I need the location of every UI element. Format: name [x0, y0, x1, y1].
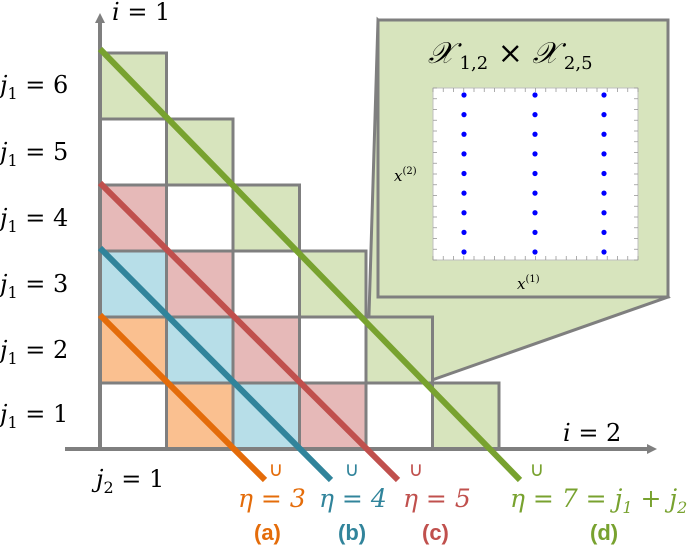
row-label: j1 = 2 [0, 336, 68, 368]
grid-cell [98, 117, 168, 187]
inset-point [532, 229, 538, 235]
inset-point [461, 151, 467, 157]
letter-label-b: (b) [338, 520, 366, 545]
inset-point [532, 112, 538, 118]
inset-points [461, 92, 607, 255]
letter-label-c: (c) [422, 520, 449, 545]
inset-point [601, 170, 607, 177]
inset-y-label: x(2) [394, 166, 417, 185]
top-axis-label: i = 1 [112, 0, 170, 26]
inset-point [601, 210, 607, 216]
inset-point [461, 229, 467, 235]
inset-x-label: x(1) [517, 274, 540, 293]
eta-label-a: η = 3 [238, 484, 306, 513]
union-symbol: ∪ [345, 457, 360, 481]
bottom-axis-label: j2 = 1 [91, 465, 164, 497]
right-axis-label: i = 2 [563, 419, 621, 447]
inset-point [532, 151, 538, 157]
inset-point [532, 210, 538, 216]
row-label: j1 = 3 [0, 270, 68, 302]
row-label: j1 = 6 [0, 71, 68, 103]
inset-point [601, 190, 607, 196]
inset-point [532, 190, 538, 196]
letter-label-d: (d) [590, 520, 618, 545]
inset-point [532, 170, 538, 177]
row-label: j1 = 4 [0, 204, 68, 236]
inset-title: 𝒳 1,2 × 𝒳 2,5 [428, 36, 593, 74]
eta-label-b: η = 4 [319, 484, 387, 513]
grid-cell [364, 315, 434, 385]
inset-point [461, 210, 467, 216]
inset-point [601, 249, 607, 255]
inset-ticks [432, 87, 639, 261]
inset-point [601, 92, 607, 98]
inset-point [461, 170, 467, 177]
row-label: j1 = 1 [0, 400, 68, 432]
diagonal-lines [97, 46, 523, 483]
diagonal-d [97, 46, 523, 483]
diagonal-c [97, 180, 401, 483]
inset-point [601, 151, 607, 157]
eta-label-c: η = 5 [403, 484, 471, 513]
grid-cell [364, 381, 434, 451]
diagonal-a [97, 312, 268, 483]
inset-point [461, 112, 467, 118]
letter-label-a: (a) [254, 520, 281, 545]
inset-point [601, 229, 607, 235]
inset-point [461, 131, 467, 137]
row-label: j1 = 5 [0, 138, 68, 170]
inset-point [601, 112, 607, 118]
inset-point [532, 131, 538, 137]
inset-point [532, 92, 538, 98]
union-symbol: ∪ [409, 457, 424, 481]
grid-cell [431, 381, 501, 451]
diagonal-b [97, 245, 334, 483]
union-symbol: ∪ [269, 457, 284, 481]
grid-cell [298, 315, 368, 385]
union-symbol: ∪ [530, 457, 545, 481]
level-labels: ∪ η = 3 (a) ∪ η = 4 (b) ∪ η = 5 (c) ∪ η = 7 = j1 +… [238, 457, 687, 545]
inset-point [461, 249, 467, 255]
grid-cell [231, 249, 301, 319]
inset-point [461, 190, 467, 196]
inset-point [601, 131, 607, 137]
row-labels: j1 = 6 j1 = 5 j1 = 4 j1 = 3 j1 = 2 j1 = 1 [0, 71, 68, 432]
inset-point [532, 249, 538, 255]
inset-content: 𝒳 1,2 × 𝒳 2,5 x(1) x(2) [394, 36, 639, 293]
grid-cell [98, 381, 168, 451]
grid-cell [165, 183, 235, 253]
inset-point [461, 92, 467, 98]
eta-label-d: η = 7 = j1 + j2 [510, 484, 687, 517]
